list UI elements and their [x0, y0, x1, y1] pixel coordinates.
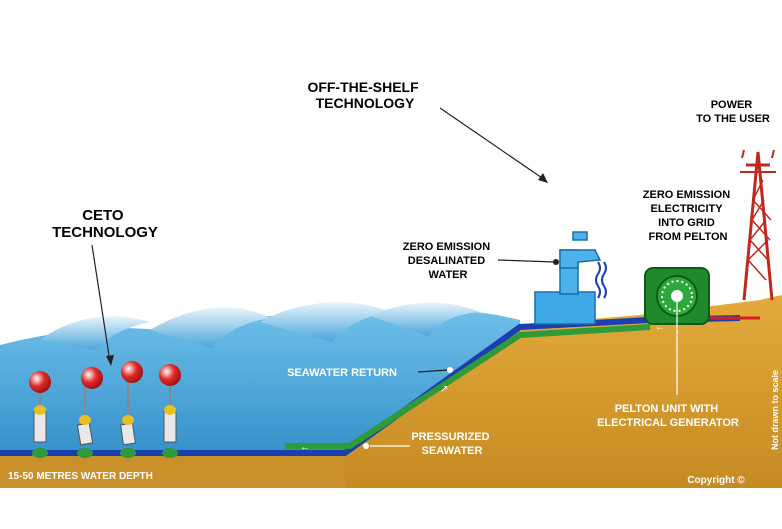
- flow-arrow: ←: [300, 442, 310, 453]
- power-tower: [740, 149, 776, 301]
- label-off-the-shelf: OFF-THE-SHELF TECHNOLOGY: [307, 79, 422, 111]
- flow-arrow: ←: [655, 322, 665, 333]
- label-zero-emission-electricity: ZERO EMISSION ELECTRICITY INTO GRID FROM…: [643, 189, 733, 243]
- seabed-strip: [0, 455, 345, 488]
- pointer-lines: [91, 107, 678, 447]
- flow-arrow: ↗: [440, 384, 448, 395]
- arrowhead: [538, 173, 548, 183]
- label-depth: 15-50 METRES WATER DEPTH: [8, 471, 153, 482]
- pointer-ceto: [91, 244, 111, 363]
- label-copyright: Copyright ©: [687, 475, 745, 486]
- ceto-unit: [120, 361, 143, 458]
- pointer-dot: [553, 259, 559, 265]
- pointer-zero-water: [497, 259, 556, 263]
- label-pressurized: PRESSURIZED SEAWATER: [411, 431, 492, 457]
- pointer-dot: [447, 367, 453, 373]
- ceto-unit: [29, 371, 51, 458]
- pelton-generator: [644, 267, 710, 325]
- label-not-to-scale: Not drawn to scale: [770, 370, 780, 450]
- wave-crest-3: [260, 302, 390, 342]
- pointer-dot: [363, 443, 369, 449]
- label-ceto: CETO TECHNOLOGY: [52, 207, 158, 241]
- ceto-unit: [159, 364, 181, 458]
- label-pelton: PELTON UNIT WITH ELECTRICAL GENERATOR: [597, 403, 739, 429]
- arrowhead: [106, 355, 114, 366]
- wave-crest-4: [370, 302, 480, 336]
- label-power-to-user: POWER TO THE USER: [696, 99, 770, 125]
- ceto-unit: [76, 367, 103, 458]
- land-mass: [0, 295, 782, 488]
- pipe-green-return: [285, 324, 651, 449]
- pointer-seawater-return: [417, 369, 449, 373]
- pointer-off-the-shelf: [439, 107, 546, 181]
- wave-crest-1: [40, 316, 150, 350]
- label-seawater-return: SEAWATER RETURN: [287, 367, 397, 379]
- desalination-plant: [534, 231, 607, 325]
- label-zero-emission-water: ZERO EMISSION DESALINATED WATER: [403, 241, 493, 281]
- wave-crest-2: [150, 307, 270, 348]
